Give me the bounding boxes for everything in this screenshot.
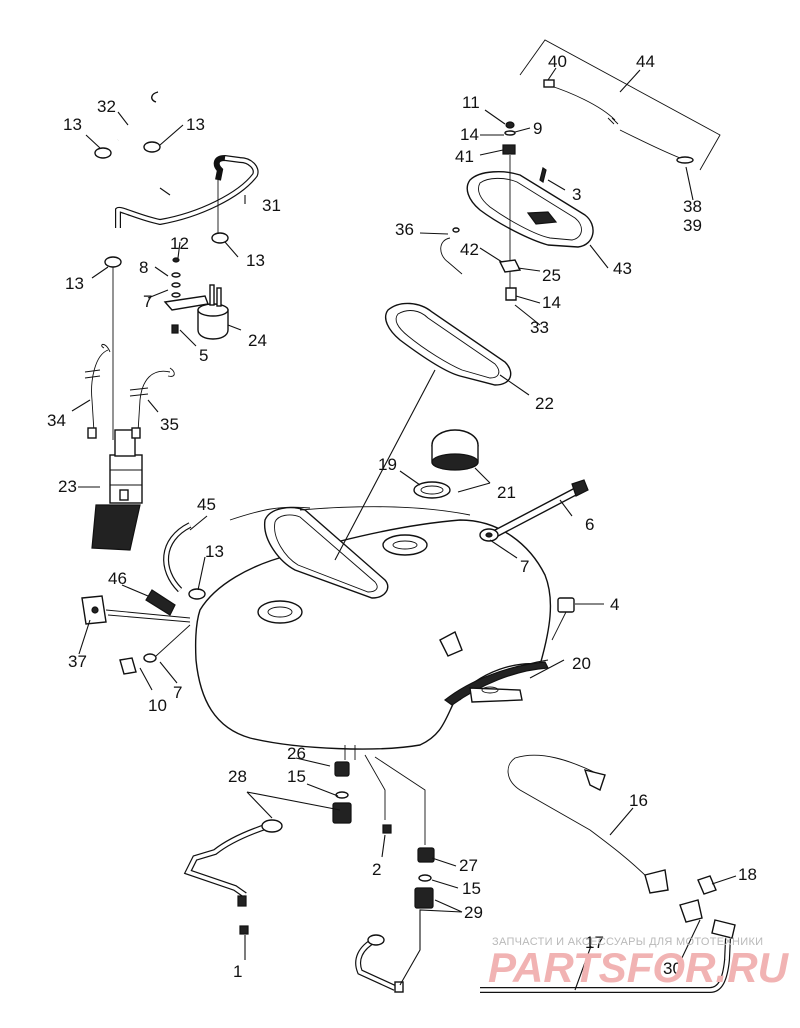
screw-4: [551, 597, 575, 641]
callout-13-d: 13: [246, 251, 265, 270]
callout-30: 30: [663, 959, 682, 978]
callout-14: 14: [460, 125, 479, 144]
callout-13-b: 13: [186, 115, 205, 134]
watermark-tagline: ЗАПЧАСТИ И АКСЕССУАРЫ ДЛЯ МОТОТЕХНИКИ: [492, 936, 763, 948]
callout-9: 9: [533, 119, 542, 138]
callout-27: 27: [459, 856, 478, 875]
vapor-canister: [163, 284, 229, 340]
callout-13-e: 13: [205, 542, 224, 561]
callout-34: 34: [47, 411, 66, 430]
callout-28: 28: [228, 767, 247, 786]
callout-5: 5: [199, 346, 208, 365]
callout-numbers: 40 44 11 9 14 41 3 38 39 36 42 25 43 14 …: [47, 52, 757, 981]
callout-36: 36: [395, 220, 414, 239]
callout-32: 32: [97, 97, 116, 116]
small-fasteners: [171, 257, 181, 334]
callout-40: 40: [548, 52, 567, 71]
callout-7-c: 7: [173, 683, 182, 702]
callout-2: 2: [372, 860, 381, 879]
sender-parts: [440, 39, 721, 301]
callout-18: 18: [738, 865, 757, 884]
watermark-logo: PARTSFOR.RU: [488, 944, 790, 991]
callout-39: 39: [683, 216, 702, 235]
clamps-13: [94, 141, 229, 600]
callout-42: 42: [460, 240, 479, 259]
callout-4: 4: [610, 595, 619, 614]
cover-plate-43: [466, 171, 594, 248]
callout-15-a: 15: [287, 767, 306, 786]
callout-1: 1: [233, 962, 242, 981]
fuel-cap: [413, 429, 479, 499]
front-hose: [81, 522, 192, 675]
callout-13-a: 13: [63, 115, 82, 134]
leader-lines: [71, 67, 737, 991]
watermark: ЗАПЧАСТИ И АКСЕССУАРЫ ДЛЯ МОТОТЕХНИКИ PA…: [488, 936, 790, 991]
callout-43: 43: [613, 259, 632, 278]
callout-17: 17: [585, 933, 604, 952]
callout-31: 31: [262, 196, 281, 215]
callout-37: 37: [68, 652, 87, 671]
pump-wires: [84, 343, 175, 439]
fuel-lines: [183, 745, 435, 993]
callout-29: 29: [464, 903, 483, 922]
callout-38: 38: [683, 197, 702, 216]
callout-23: 23: [58, 477, 77, 496]
callout-41: 41: [455, 147, 474, 166]
callout-11: 11: [462, 93, 480, 112]
callout-33: 33: [530, 318, 549, 337]
callout-19: 19: [378, 455, 397, 474]
callout-20: 20: [572, 654, 591, 673]
callout-14b: 14: [542, 293, 561, 312]
callout-25: 25: [542, 266, 561, 285]
callout-8: 8: [139, 258, 148, 277]
callout-44: 44: [636, 52, 655, 71]
callout-10: 10: [148, 696, 167, 715]
gasket-22: [384, 302, 512, 386]
petcock-assembly: [480, 754, 736, 993]
callout-24: 24: [248, 331, 267, 350]
callout-45: 45: [197, 495, 216, 514]
callout-46: 46: [108, 569, 127, 588]
callout-6: 6: [585, 515, 594, 534]
callout-12: 12: [170, 234, 189, 253]
callout-21: 21: [497, 483, 516, 502]
long-bolt: [479, 479, 589, 542]
callout-35: 35: [160, 415, 179, 434]
callout-26: 26: [287, 744, 306, 763]
callout-13-c: 13: [65, 274, 84, 293]
callout-16: 16: [629, 791, 648, 810]
fuel-tank: [194, 506, 552, 750]
callout-15-b: 15: [462, 879, 481, 898]
vent-hoses: [112, 87, 259, 440]
callout-3: 3: [572, 185, 581, 204]
fuel-pump: [91, 429, 143, 551]
callout-7-a: 7: [143, 292, 152, 311]
callout-22: 22: [535, 394, 554, 413]
callout-7-b: 7: [520, 557, 529, 576]
